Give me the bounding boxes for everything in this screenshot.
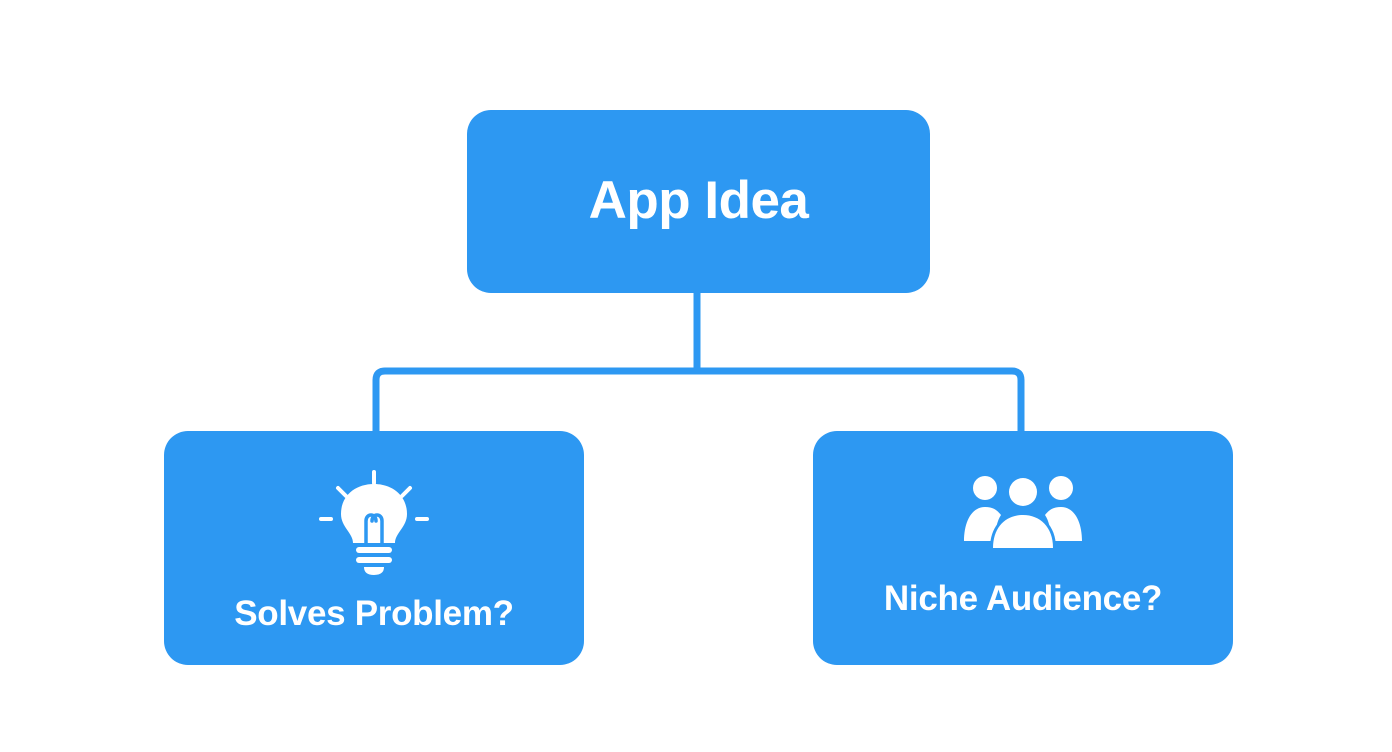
root-node-app-idea: App Idea (467, 110, 930, 293)
child-node-niche-audience: Niche Audience? (813, 431, 1233, 665)
child-node-label: Niche Audience? (883, 579, 1163, 618)
root-node-label: App Idea (588, 171, 809, 230)
users-group-icon (964, 475, 1082, 548)
child-node-label: Solves Problem? (234, 593, 514, 633)
child-node-solves-problem: Solves Problem? (164, 431, 584, 665)
connector-line (372, 289, 1025, 436)
lightbulb-icon (319, 469, 429, 575)
